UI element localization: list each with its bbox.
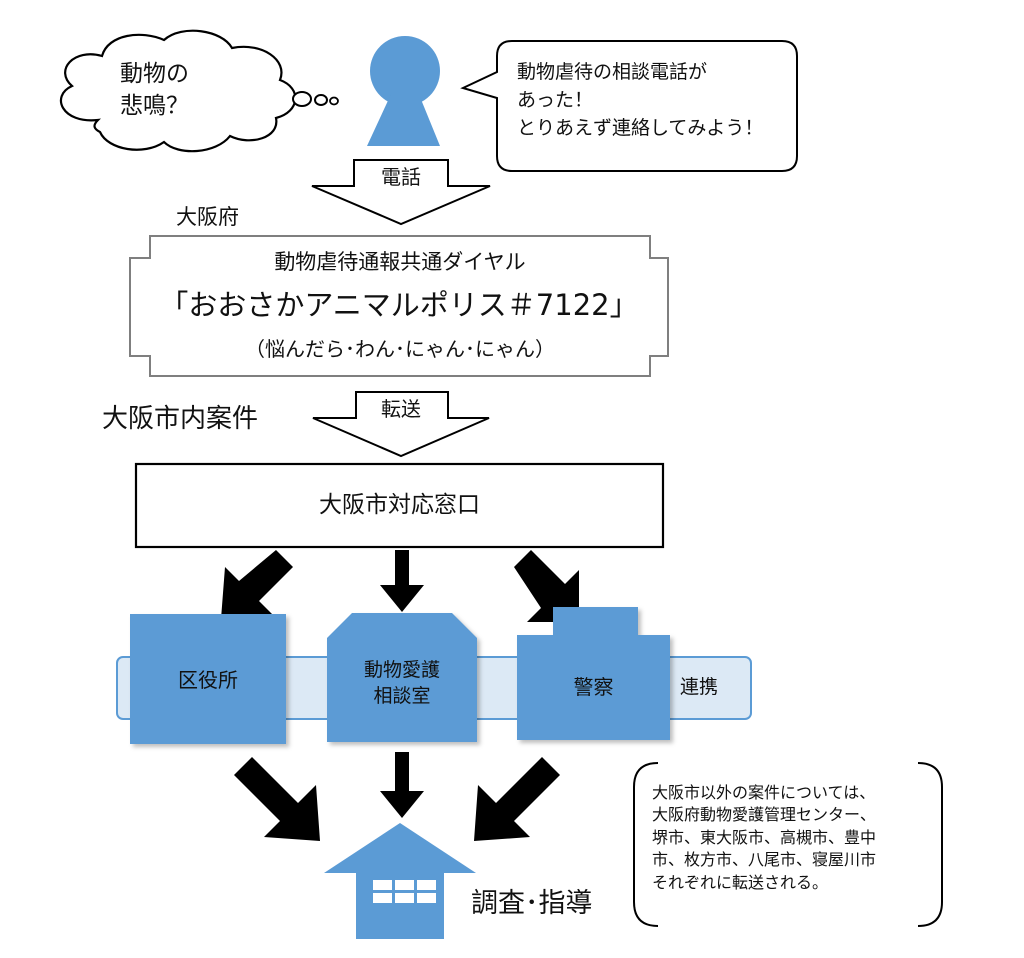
arrow-to-result-center-icon [380, 791, 424, 818]
arrow-transfer-icon [312, 391, 490, 458]
note-line-1: 大阪市以外の案件については、 [652, 783, 876, 802]
prefecture-label: 大阪府 [176, 205, 239, 229]
speech-line-2: あった！ [517, 89, 594, 112]
speech-bubble-text: 動物虐待の相談電話が あった！ とりあえず連絡してみよう！ [517, 58, 763, 142]
arrow-to-result-left-icon [234, 757, 320, 841]
animal-room-line-1: 動物愛護 [363, 659, 440, 681]
city-window-box [134, 462, 665, 549]
city-cases-label: 大阪市内案件 [102, 404, 259, 434]
house-icon [324, 823, 476, 939]
note-line-5: それぞれに転送される。 [652, 872, 829, 892]
arrow-down-center-icon [380, 585, 424, 612]
arrow-phone-icon [311, 159, 491, 226]
result-label: 調査･指導 [471, 888, 593, 919]
speech-bubble-icon [460, 40, 798, 172]
note-line-4: 市、枚方市、八尾市、寝屋川市 [652, 850, 877, 870]
arrow-down-center-shaft [395, 550, 409, 586]
transfer-arrow-label: 転送 [381, 397, 421, 421]
thought-line-1: 動物の [120, 61, 189, 87]
thought-bubble-icon [60, 29, 339, 153]
ward-office-label: 区役所 [178, 668, 238, 692]
city-window-label: 大阪市対応窓口 [319, 492, 480, 518]
person-icon [367, 36, 440, 146]
note-line-3: 堺市、東大阪市、高槻市、豊中 [652, 827, 877, 847]
animal-room-line-2: 相談室 [373, 684, 431, 707]
dial-name: 「おおさかアニマルポリス＃7122」 [159, 288, 639, 322]
dial-subtitle: （悩んだら･わん･にゃん･にゃん） [245, 337, 555, 361]
dial-title: 動物虐待通報共通ダイヤル [274, 250, 526, 274]
note-bracket-icon [633, 762, 943, 927]
ward-office-shape [130, 614, 286, 744]
cooperation-label: 連携 [680, 676, 719, 698]
arrow-to-result-center-shaft [395, 752, 409, 792]
note-line-2: 大阪府動物愛護管理センター、 [652, 805, 876, 825]
police-shape [517, 607, 670, 740]
arrow-down-right-icon [514, 550, 579, 622]
thought-line-2: 悲鳴？ [120, 93, 189, 120]
speech-line-1: 動物虐待の相談電話が [517, 61, 708, 83]
prefecture-dial-box [129, 235, 669, 377]
thought-bubble-text: 動物の 悲鳴？ [120, 58, 189, 122]
arrow-down-left-icon [221, 550, 293, 619]
animal-room-label: 動物愛護 相談室 [327, 658, 477, 709]
police-label: 警察 [573, 675, 614, 699]
animal-room-shape [327, 613, 477, 742]
note-text: 大阪市以外の案件については、 大阪府動物愛護管理センター、 堺市、東大阪市、高槻… [652, 782, 876, 894]
speech-line-3: とりあえず連絡してみよう！ [517, 117, 764, 140]
arrow-to-result-right-icon [474, 757, 560, 841]
phone-arrow-label: 電話 [381, 165, 421, 189]
